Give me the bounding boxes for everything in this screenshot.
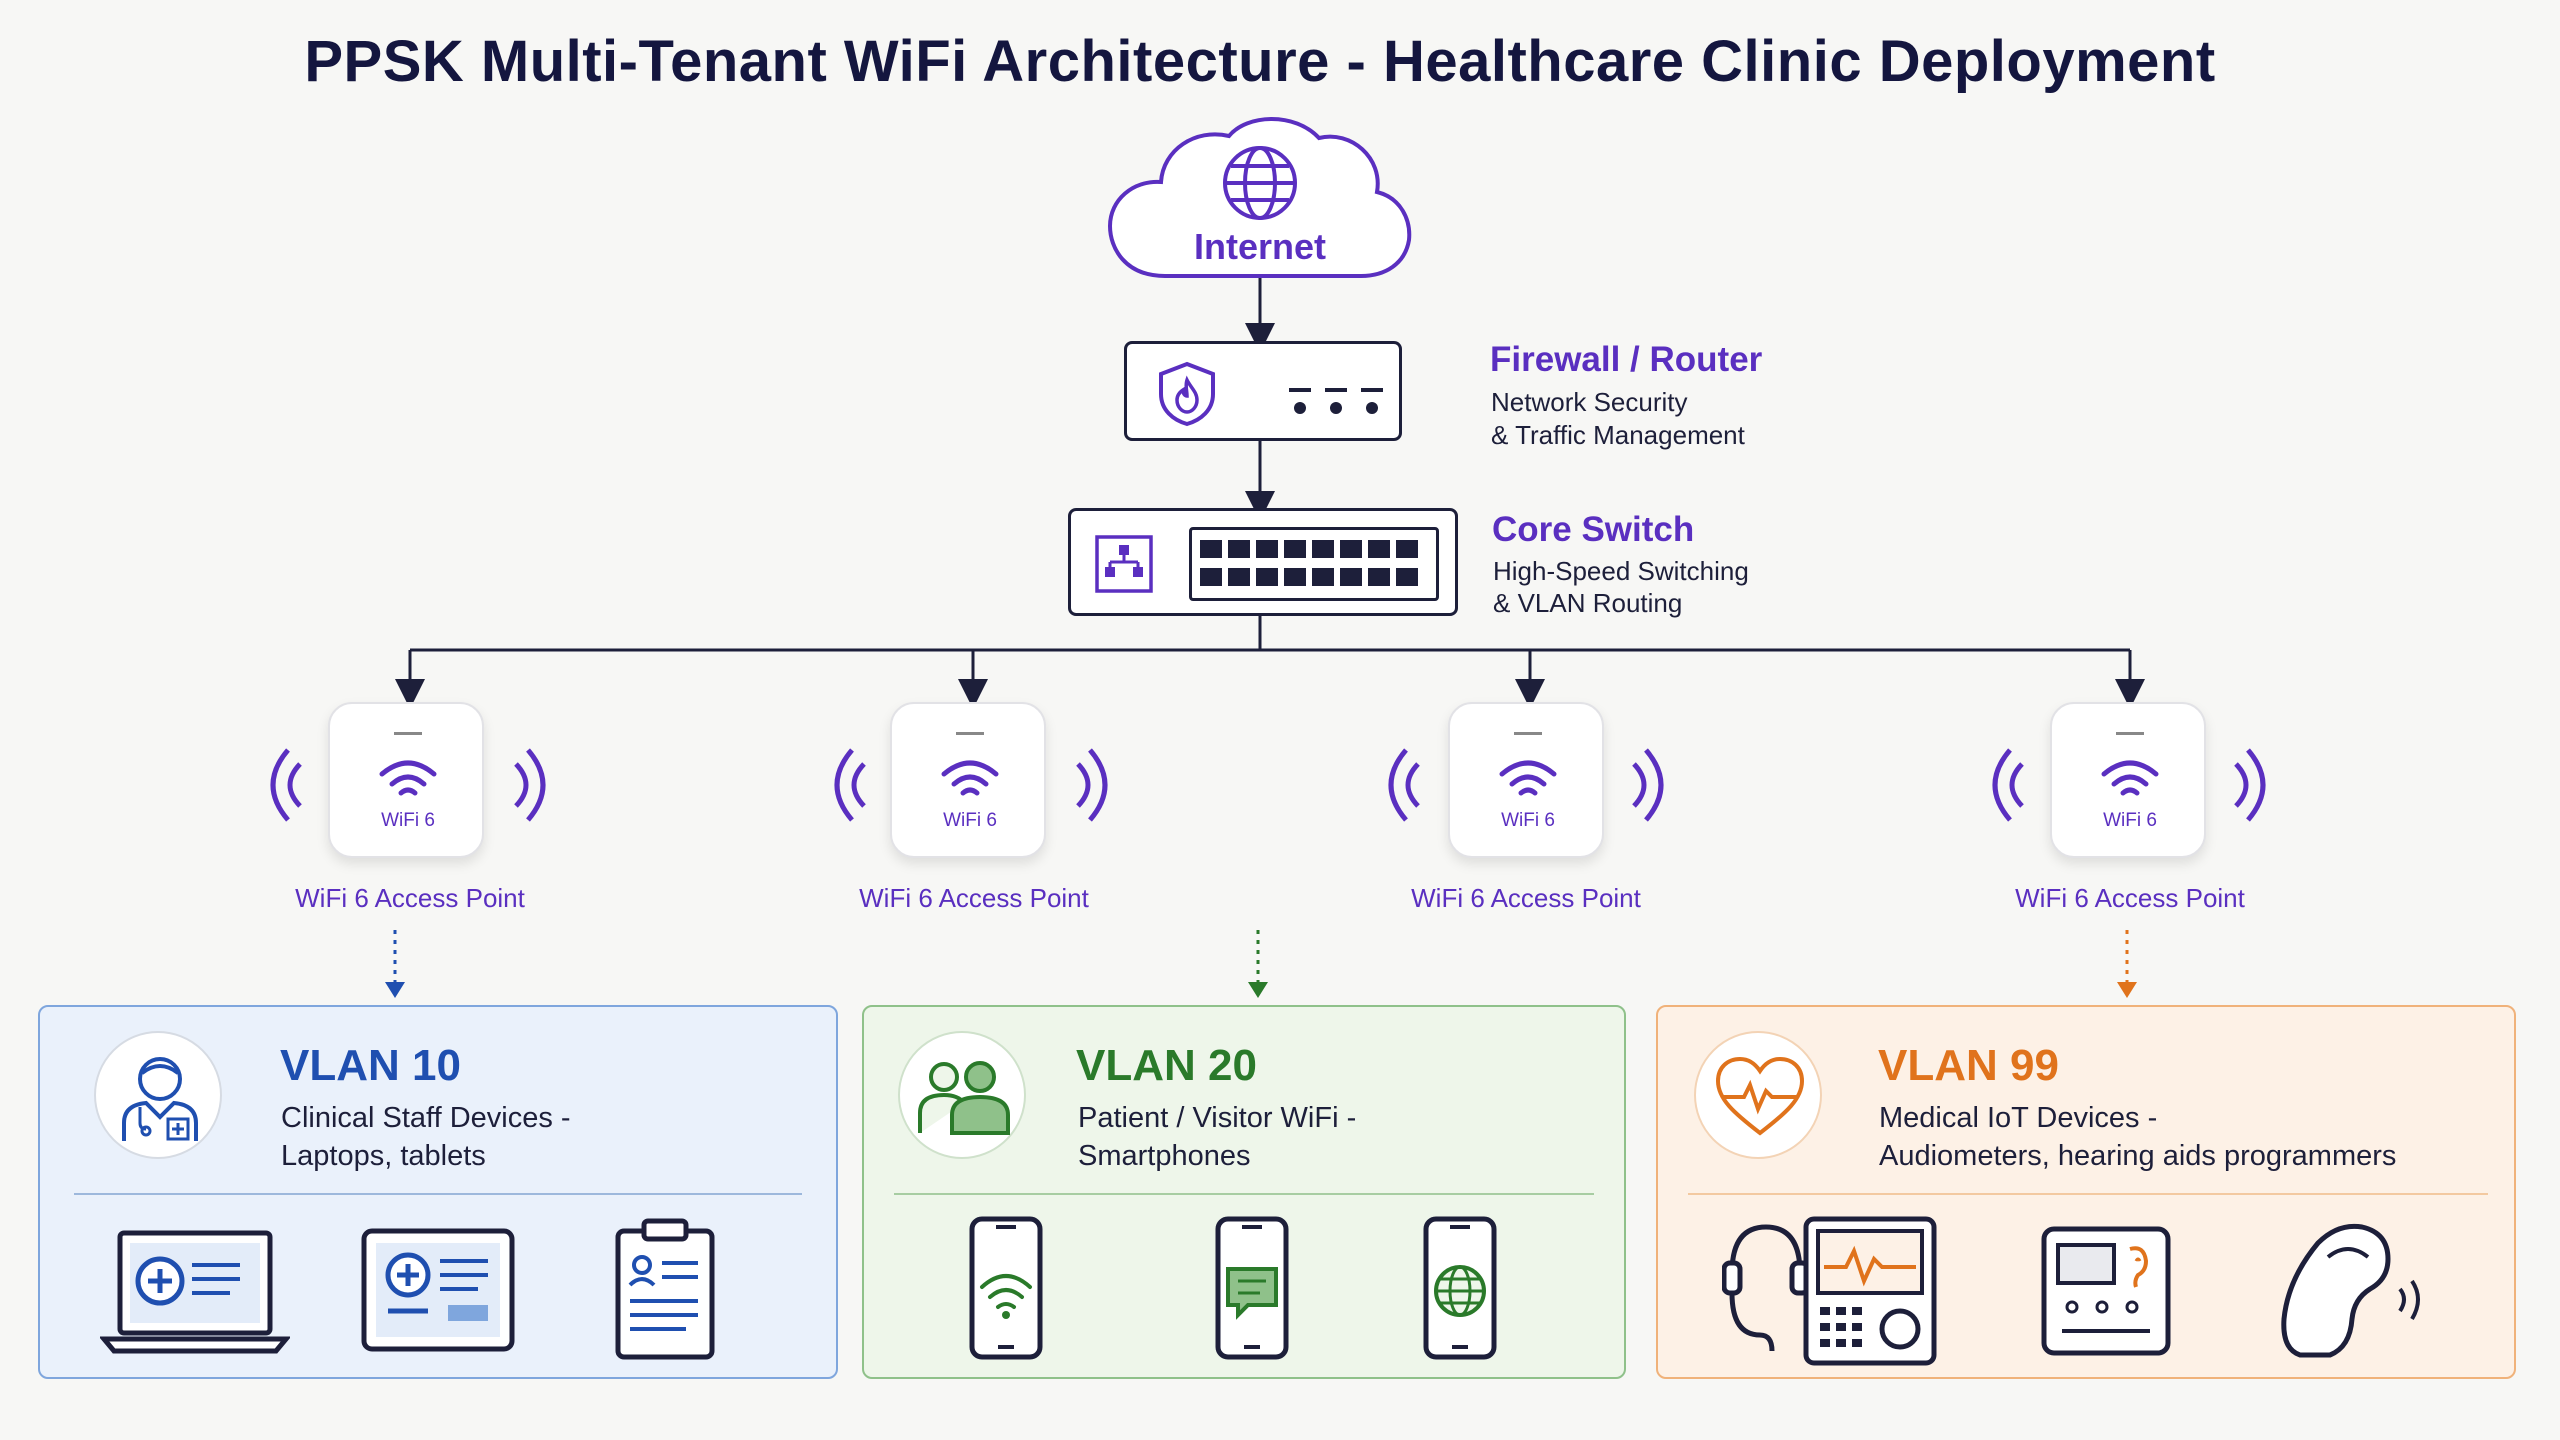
vlan-20-line1: Patient / Visitor WiFi - — [1078, 1102, 1357, 1134]
vlan-99-title: VLAN 99 — [1878, 1041, 2059, 1090]
access-point-2: WiFi 6 — [890, 702, 1046, 858]
ap-caption-3: WiFi 6 Access Point — [1411, 883, 1641, 913]
switch-port-panel — [1189, 527, 1439, 601]
wifi-icon — [2101, 760, 2159, 796]
doctor-icon-circle — [94, 1031, 222, 1159]
clipboard-icon — [615, 1218, 715, 1360]
signal-waves-left-icon — [1992, 748, 2024, 822]
access-point-4: WiFi 6 — [2050, 702, 2206, 858]
heart-pulse-icon-circle — [1694, 1031, 1822, 1159]
firewall-title: Firewall / Router — [1490, 340, 1763, 379]
wifi-icon — [1499, 760, 1557, 796]
led-indicator — [1514, 732, 1542, 735]
firewall-line2: & Traffic Management — [1491, 420, 1745, 450]
core-switch-line1: High-Speed Switching — [1493, 556, 1749, 586]
ap-caption-4: WiFi 6 Access Point — [2015, 883, 2245, 913]
signal-waves-left-icon — [1388, 748, 1420, 822]
vlan-10-panel: VLAN 10 Clinical Staff Devices - Laptops… — [38, 1005, 838, 1379]
ports-icon — [1200, 540, 1418, 586]
vlan-10-divider — [74, 1193, 802, 1195]
vlan-10-line2: Laptops, tablets — [281, 1140, 486, 1172]
signal-waves-left-icon — [270, 748, 302, 822]
vlan-99-line1: Medical IoT Devices - — [1879, 1102, 2158, 1134]
programmer-device-icon — [2041, 1226, 2171, 1356]
shield-flame-icon — [1159, 361, 1215, 427]
signal-waves-right-icon — [514, 748, 546, 822]
core-switch-device — [1068, 508, 1458, 616]
ap-badge: WiFi 6 — [2103, 810, 2157, 831]
led-indicator — [2116, 732, 2144, 735]
hearing-aid-icon — [2281, 1223, 2420, 1358]
heart-pulse-icon — [1715, 1056, 1805, 1136]
signal-waves-right-icon — [1632, 748, 1664, 822]
vlan-20-divider — [894, 1193, 1594, 1195]
ap-caption-2: WiFi 6 Access Point — [859, 883, 1089, 913]
signal-waves-right-icon — [2234, 748, 2266, 822]
cloud-shape — [1107, 117, 1412, 278]
network-topology-icon — [1095, 535, 1153, 593]
firewall-router-device — [1124, 341, 1402, 441]
phone-chat-icon — [1215, 1216, 1289, 1360]
vlan-20-title: VLAN 20 — [1076, 1041, 1257, 1090]
vlan-99-panel: VLAN 99 Medical IoT Devices - Audiometer… — [1656, 1005, 2516, 1379]
signal-waves-right-icon — [1076, 748, 1108, 822]
internet-cloud: Internet — [1105, 108, 1415, 288]
phone-wifi-icon — [969, 1216, 1043, 1360]
vlan-99-divider — [1688, 1193, 2488, 1195]
led-indicator — [956, 732, 984, 735]
access-point-1: WiFi 6 — [328, 702, 484, 858]
access-point-3: WiFi 6 — [1448, 702, 1604, 858]
vlan-20-line2: Smartphones — [1078, 1140, 1251, 1172]
signal-waves-left-icon — [834, 748, 866, 822]
vlan-99-line2: Audiometers, hearing aids programmers — [1879, 1140, 2397, 1172]
core-switch-title: Core Switch — [1492, 510, 1695, 549]
core-switch-line2: & VLAN Routing — [1493, 588, 1683, 618]
wifi-icon — [379, 760, 437, 796]
phone-globe-icon — [1423, 1216, 1497, 1360]
tablet-icon — [361, 1228, 515, 1352]
ap-badge: WiFi 6 — [943, 810, 997, 831]
vlan-10-line1: Clinical Staff Devices - — [281, 1102, 571, 1134]
users-icon-circle — [898, 1031, 1026, 1159]
page-title: PPSK Multi-Tenant WiFi Architecture - He… — [304, 29, 2216, 94]
vlan-20-panel: VLAN 20 Patient / Visitor WiFi - Smartph… — [862, 1005, 1626, 1379]
ap-badge: WiFi 6 — [1501, 810, 1555, 831]
wifi-icon — [941, 760, 999, 796]
firewall-line1: Network Security — [1491, 387, 1688, 417]
audiometer-icon — [1722, 1216, 1937, 1366]
laptop-icon — [100, 1230, 290, 1354]
vlan-10-title: VLAN 10 — [280, 1041, 461, 1090]
globe-icon — [1223, 146, 1297, 220]
status-lights-icon — [1289, 388, 1383, 414]
led-indicator — [394, 732, 422, 735]
users-icon — [918, 1061, 1010, 1135]
ap-caption-1: WiFi 6 Access Point — [295, 883, 525, 913]
ap-badge: WiFi 6 — [381, 810, 435, 831]
internet-label: Internet — [1193, 226, 1326, 267]
doctor-icon — [122, 1057, 198, 1141]
